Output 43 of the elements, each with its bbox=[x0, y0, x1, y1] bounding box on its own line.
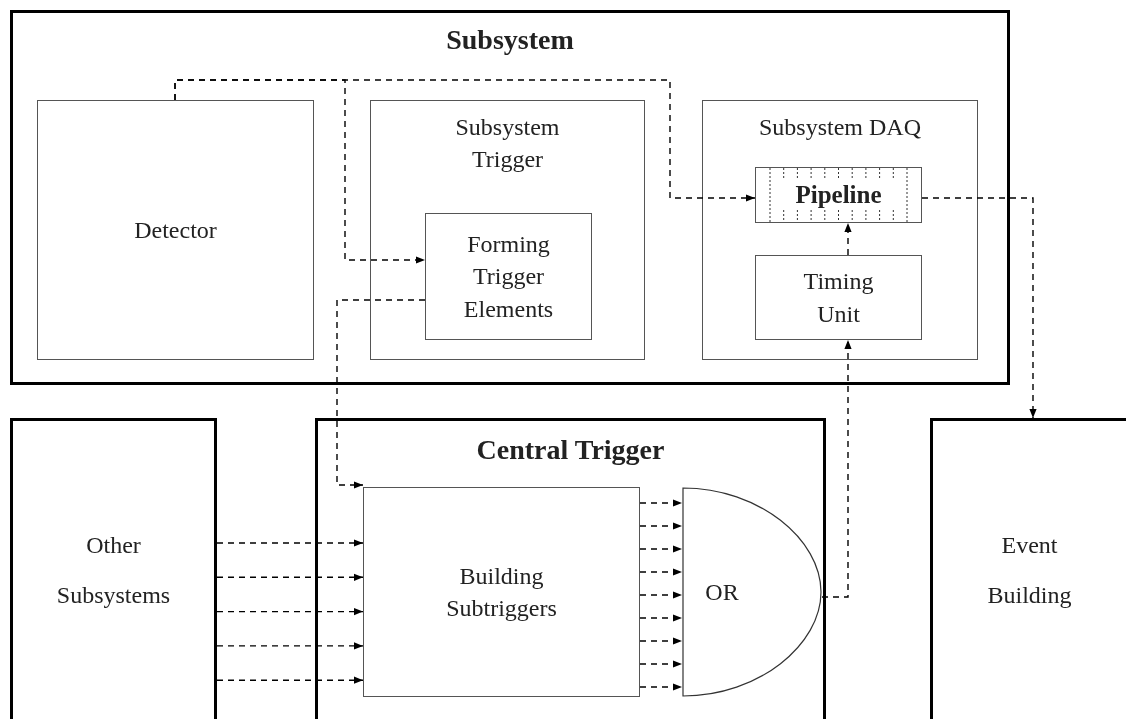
arrow bbox=[821, 339, 852, 598]
arrow bbox=[639, 683, 683, 691]
container-box bbox=[370, 100, 645, 360]
arrow bbox=[639, 660, 683, 668]
arrow bbox=[216, 642, 364, 650]
box-label: Event Building bbox=[986, 530, 1073, 610]
process-box bbox=[37, 100, 314, 360]
box-label: Forming Trigger Elements bbox=[462, 229, 555, 324]
or-gate-shape bbox=[682, 487, 822, 697]
arrow bbox=[639, 591, 683, 599]
pipeline-box bbox=[755, 167, 922, 223]
external-box bbox=[930, 418, 1126, 719]
container-box bbox=[10, 10, 1010, 385]
arrow bbox=[216, 676, 364, 684]
arrow bbox=[639, 614, 683, 622]
arrow bbox=[639, 499, 683, 507]
box-title: Subsystem Trigger bbox=[454, 113, 561, 175]
box-label: Other Subsystems bbox=[55, 530, 172, 610]
arrow bbox=[336, 299, 426, 489]
box-label: Detector bbox=[134, 215, 217, 245]
arrow bbox=[639, 545, 683, 553]
arrow bbox=[639, 637, 683, 645]
box-title: Central Trigger bbox=[476, 433, 665, 467]
arrow bbox=[216, 539, 364, 547]
box-label: Building Subtriggers bbox=[445, 561, 558, 623]
container-box bbox=[315, 418, 826, 719]
arrow bbox=[216, 573, 364, 581]
arrow bbox=[174, 79, 756, 202]
box-title: Subsystem DAQ bbox=[759, 113, 921, 142]
box-label: OR bbox=[705, 577, 739, 607]
process-box bbox=[755, 255, 922, 340]
arrow bbox=[844, 222, 852, 256]
box-label: Pipeline bbox=[795, 180, 882, 211]
process-box bbox=[363, 487, 640, 697]
external-box bbox=[10, 418, 217, 719]
box-label: Timing Unit bbox=[802, 267, 875, 329]
arrow bbox=[639, 522, 683, 530]
arrow bbox=[921, 197, 1037, 419]
box-title: Subsystem bbox=[446, 23, 574, 57]
process-box bbox=[425, 213, 592, 340]
container-box bbox=[702, 100, 978, 360]
arrow bbox=[639, 568, 683, 576]
arrow bbox=[216, 608, 364, 616]
